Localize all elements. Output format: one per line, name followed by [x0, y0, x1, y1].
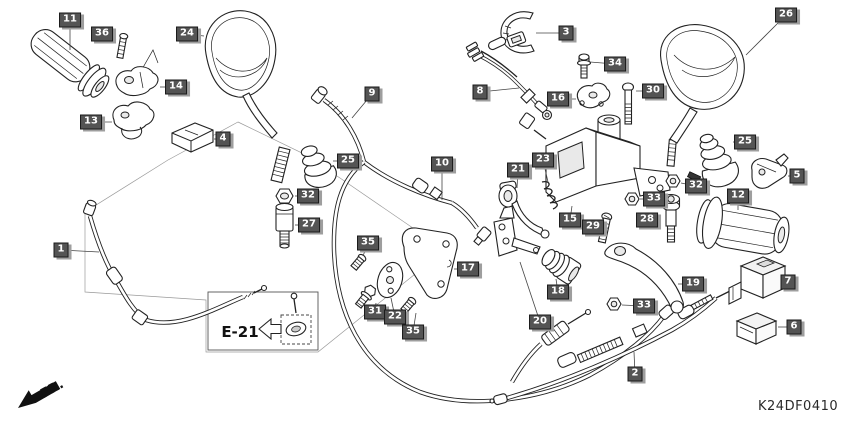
callout-16[interactable]: 16	[547, 91, 569, 107]
part-wire-harness	[465, 41, 553, 121]
callout-28[interactable]: 28	[636, 212, 658, 228]
part-mirror-boot-right	[699, 133, 739, 188]
callout-9[interactable]: 9	[364, 86, 380, 102]
part-flange-bolt	[354, 284, 377, 309]
callout-23[interactable]: 23	[532, 152, 554, 168]
callout-32[interactable]: 32	[297, 188, 319, 204]
callout-10[interactable]: 10	[431, 156, 453, 172]
part-stud	[666, 139, 677, 167]
part-grip-left	[30, 29, 110, 98]
callout-8[interactable]: 8	[472, 84, 488, 100]
callout-6[interactable]: 6	[786, 319, 802, 335]
callout-13[interactable]: 13	[80, 114, 102, 130]
callout-21[interactable]: 21	[507, 162, 529, 178]
part-lock-lever	[498, 180, 550, 239]
part-switch-upper	[728, 256, 787, 305]
part-mirror-boot-left	[300, 145, 337, 188]
part-mirror-nut-left	[275, 188, 294, 204]
grommet-detail-box	[280, 314, 312, 345]
reference-inset-box: E-21	[207, 291, 319, 351]
part-lever-bracket-upper	[115, 66, 159, 97]
part-mirror-holder	[751, 153, 789, 189]
part-long-bolt	[621, 82, 635, 125]
callout-24[interactable]: 24	[176, 26, 198, 42]
part-hex-nut-upper	[624, 192, 640, 206]
callout-25[interactable]: 25	[734, 134, 756, 150]
part-cable-boot	[541, 249, 582, 285]
front-label: FR.	[38, 377, 66, 402]
callout-12[interactable]: 12	[727, 188, 749, 204]
callout-11[interactable]: 11	[59, 12, 81, 28]
callout-15[interactable]: 15	[559, 212, 581, 228]
part-grip-right	[696, 196, 790, 255]
part-mirror-left	[204, 10, 291, 184]
callout-19[interactable]: 19	[682, 276, 704, 292]
callout-31[interactable]: 31	[364, 304, 386, 320]
part-hex-nut-lower	[606, 297, 622, 311]
part-shoulder-bolt	[661, 193, 681, 243]
part-spring	[541, 180, 558, 210]
callout-35[interactable]: 35	[357, 235, 379, 251]
callout-27[interactable]: 27	[298, 217, 320, 233]
reference-label: E-21	[221, 323, 258, 341]
drawing-code: K24DF0410	[758, 399, 838, 414]
callout-14[interactable]: 14	[165, 79, 187, 95]
grommet-part	[285, 321, 307, 337]
part-screw-grip	[116, 32, 129, 59]
part-cable-band	[488, 11, 535, 54]
part-mirror-right	[660, 24, 745, 144]
callout-7[interactable]: 7	[780, 274, 796, 290]
part-mirror-adapter	[275, 202, 294, 249]
part-cover-plate	[401, 227, 458, 299]
callout-29[interactable]: 29	[582, 219, 604, 235]
callout-35[interactable]: 35	[402, 324, 424, 340]
callout-30[interactable]: 30	[642, 83, 664, 99]
callout-33[interactable]: 33	[633, 298, 655, 314]
front-arrow-icon	[18, 381, 61, 408]
callout-17[interactable]: 17	[457, 261, 479, 277]
part-throttle-cable	[310, 86, 675, 404]
part-oval-plate	[376, 261, 404, 299]
part-hex-nut-right	[665, 171, 702, 188]
callout-20[interactable]: 20	[529, 314, 551, 330]
part-switch-small	[171, 122, 214, 153]
callout-33[interactable]: 33	[643, 191, 665, 207]
callout-2[interactable]: 2	[627, 366, 643, 382]
callout-22[interactable]: 22	[384, 309, 406, 325]
callout-4[interactable]: 4	[215, 131, 231, 147]
callout-3[interactable]: 3	[558, 25, 574, 41]
callout-18[interactable]: 18	[547, 284, 569, 300]
part-switch-lower	[735, 312, 778, 345]
callout-1[interactable]: 1	[53, 242, 69, 258]
part-lever-bracket-lower	[112, 101, 155, 140]
part-brake-cable-adjuster	[510, 308, 592, 384]
front-direction-marker: FR.	[18, 377, 66, 408]
part-flange-bolt-upper	[576, 53, 592, 79]
part-cable-left	[83, 199, 268, 326]
reference-arrow-icon	[258, 317, 282, 341]
part-brake-lever	[604, 242, 684, 314]
callout-36[interactable]: 36	[91, 26, 113, 42]
callout-34[interactable]: 34	[604, 56, 626, 72]
part-cable-bracket	[493, 205, 541, 257]
part-switch-housing	[545, 114, 671, 203]
callout-5[interactable]: 5	[789, 168, 805, 184]
callout-26[interactable]: 26	[775, 7, 797, 23]
callout-25[interactable]: 25	[337, 153, 359, 169]
part-screw-a	[350, 253, 367, 271]
callout-32[interactable]: 32	[685, 178, 707, 194]
part-cable-clamp	[576, 82, 611, 109]
